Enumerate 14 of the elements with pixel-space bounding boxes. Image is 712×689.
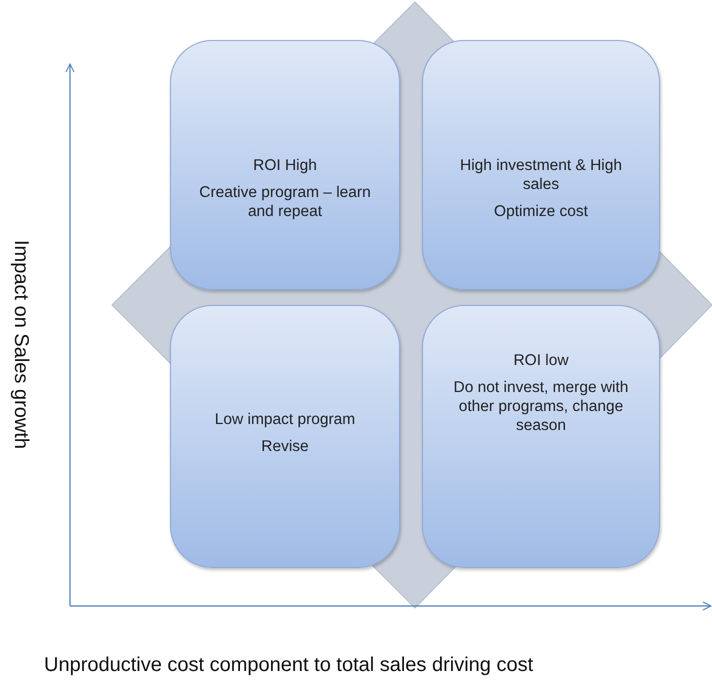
quadrant-box: [422, 40, 660, 290]
quadrant-heading: Low impact program: [214, 410, 356, 428]
quadrant-text: Optimize cost: [494, 202, 588, 221]
y-axis-label: Impact on Sales growth: [9, 240, 32, 449]
quadrant-heading: High investment & High sales: [459, 156, 623, 194]
quadrant-box: [170, 305, 400, 568]
quadrant-text: Revise: [261, 436, 309, 456]
quadrant-heading: ROI High: [253, 156, 317, 175]
quadrant-box: [422, 305, 660, 568]
quadrant-box: [170, 40, 400, 290]
x-axis-label: Unproductive cost component to total sales driving cost: [44, 654, 534, 677]
quadrant-text: Creative program – learn and repeat: [198, 183, 372, 221]
quadrant-text: Do not invest, merge with other programs, change season: [452, 378, 630, 435]
quadrant-heading: ROI low: [513, 351, 569, 370]
